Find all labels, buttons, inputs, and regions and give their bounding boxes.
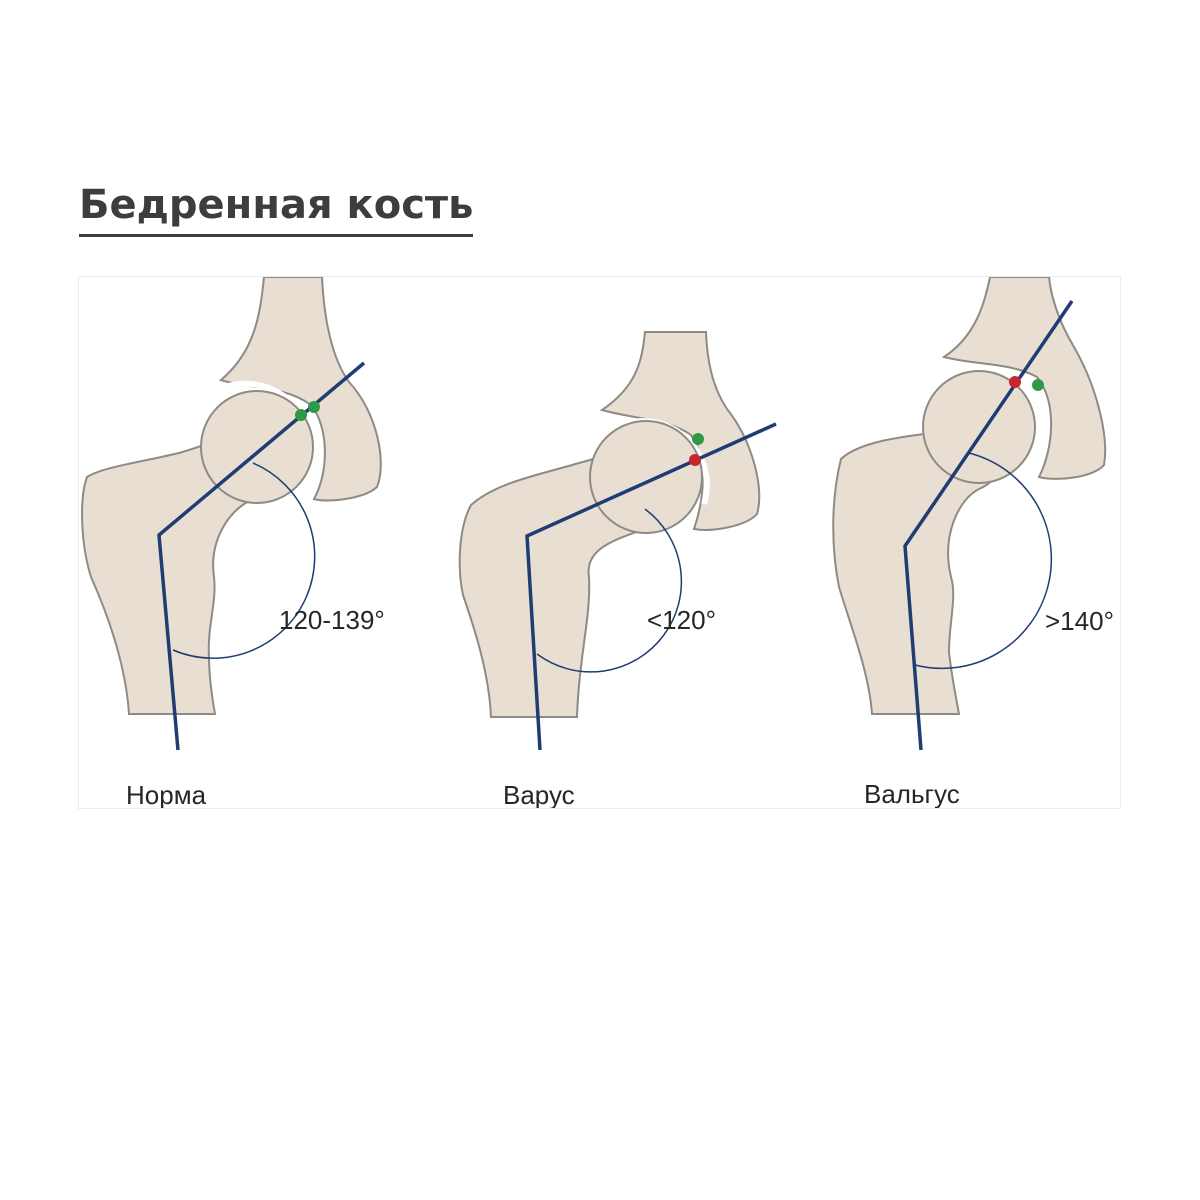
panel-name-label: Вальгус (864, 779, 960, 809)
angle-label: <120° (647, 605, 716, 635)
pelvis-shape (941, 277, 1107, 480)
panel-name-label: Норма (126, 780, 207, 809)
diagram-canvas: 120-139° Норма <120° Варус >140° (81, 277, 1114, 809)
page-title: Бедренная кость (79, 176, 474, 237)
femur-axis-line (157, 361, 366, 751)
acetabulum-marker (1032, 379, 1044, 391)
panel-valgus: >140° Вальгус (832, 277, 1114, 809)
acetabulum-marker (692, 433, 704, 445)
head-marker (295, 409, 307, 421)
angle-arc (536, 508, 683, 673)
angle-label: >140° (1045, 606, 1114, 636)
pelvis-shape (599, 331, 761, 531)
pelvis-shape (219, 277, 382, 502)
femoral-head (922, 370, 1036, 484)
panel-norm: 120-139° Норма (81, 277, 385, 809)
panel-name-label: Варус (503, 780, 575, 809)
femur-angle-diagram: 120-139° Норма <120° Варус >140° (78, 276, 1121, 809)
angle-arc (914, 452, 1053, 670)
head-marker (1009, 376, 1021, 388)
femoral-head (589, 420, 703, 534)
head-marker (689, 454, 701, 466)
acetabulum-marker (308, 401, 320, 413)
angle-arc (172, 462, 316, 659)
angle-label: 120-139° (279, 605, 385, 635)
panel-varus: <120° Варус (458, 331, 777, 809)
